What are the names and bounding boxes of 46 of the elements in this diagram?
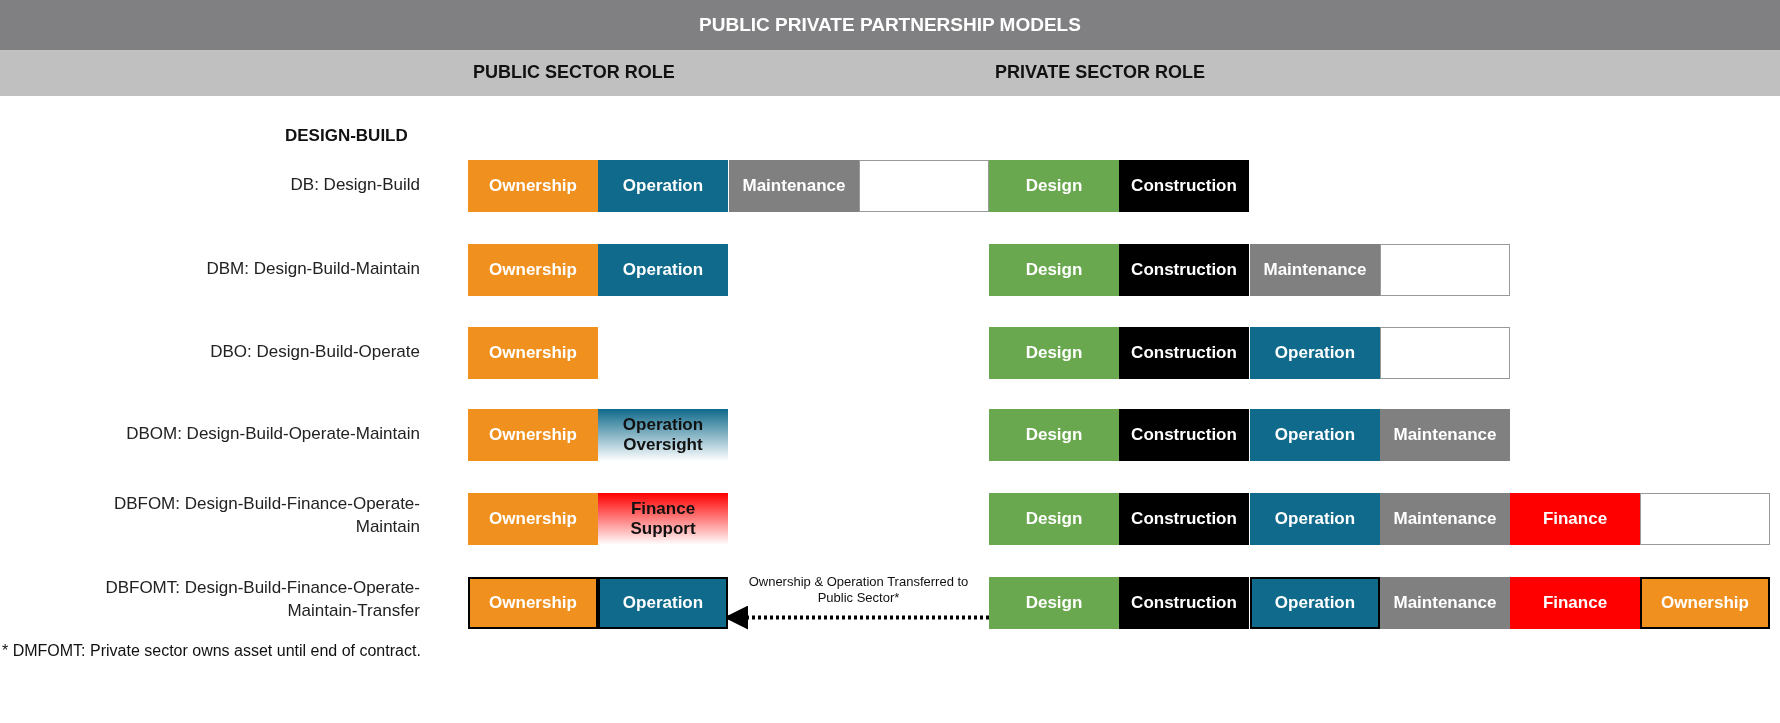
role-box: Maintenance	[1380, 493, 1510, 545]
role-box: Ownership	[1640, 577, 1770, 629]
row-label: DBO: Design-Build-Operate	[209, 341, 420, 363]
row-label: DBFOM: Design-Build-Finance-Operate-Maintain	[112, 493, 420, 538]
section-heading: DESIGN-BUILD	[285, 126, 408, 146]
role-box: Operation	[1250, 493, 1380, 545]
row-label: DBM: Design-Build-Maintain	[205, 258, 420, 280]
role-box: Finance Support	[598, 493, 728, 545]
role-box: Ownership	[468, 577, 598, 629]
role-box: Design	[989, 327, 1119, 379]
row-label: DBFOMT: Design-Build-Finance-Operate-Maintain-Transfer	[104, 577, 420, 622]
role-box: Finance	[1510, 493, 1640, 545]
role-box: Construction	[1119, 409, 1249, 461]
role-box: Design	[989, 244, 1119, 296]
role-box: Construction	[1119, 327, 1249, 379]
role-box: Operation	[598, 577, 728, 629]
role-box: Operation Oversight	[598, 409, 728, 461]
column-header: PUBLIC SECTOR ROLE	[473, 62, 675, 83]
role-box: Construction	[1119, 577, 1249, 629]
role-box: Operation	[1250, 577, 1380, 629]
role-box: Construction	[1119, 244, 1249, 296]
role-box: Maintenance	[1250, 244, 1380, 296]
role-box: Maintenance	[729, 160, 859, 212]
role-box: Design	[989, 160, 1119, 212]
row-label: DBOM: Design-Build-Operate-Maintain	[125, 423, 420, 445]
role-box: Ownership	[468, 244, 598, 296]
role-box: Operation	[1250, 409, 1380, 461]
column-header: PRIVATE SECTOR ROLE	[995, 62, 1206, 83]
role-box: Construction	[1119, 160, 1249, 212]
role-box: Design	[989, 493, 1119, 545]
row-label: DB: Design-Build	[289, 174, 420, 196]
role-box: Ownership	[468, 493, 598, 545]
role-box: Ownership	[468, 409, 598, 461]
role-box: Design	[989, 577, 1119, 629]
title-bar: PUBLIC PRIVATE PARTNERSHIP MODELS	[0, 0, 1780, 50]
role-box: Ownership	[468, 327, 598, 379]
footnote: * DMFOMT: Private sector owns asset until end of contract.	[2, 642, 421, 660]
role-box: Maintenance	[1380, 577, 1510, 629]
role-box: Ownership	[468, 160, 598, 212]
role-box: Operation	[598, 160, 728, 212]
role-box: Operation	[1250, 327, 1380, 379]
role-box: Finance	[1510, 577, 1640, 629]
role-box: Construction	[1119, 493, 1249, 545]
role-box: Maintenance	[1380, 409, 1510, 461]
role-box: Design	[989, 409, 1119, 461]
role-box: Operation	[598, 244, 728, 296]
